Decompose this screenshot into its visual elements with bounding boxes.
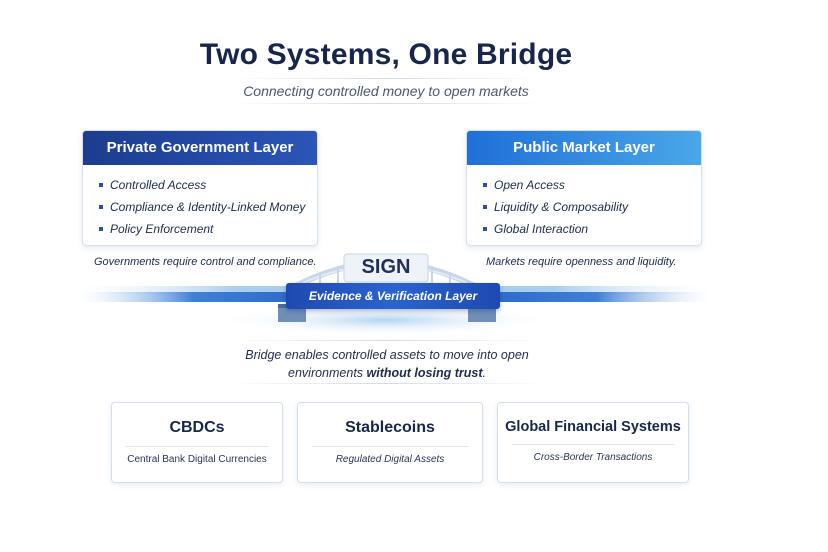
evidence-verification-layer-label: Evidence & Verification Layer xyxy=(286,283,500,309)
use-case-divider xyxy=(312,446,468,447)
bridge-caption: Bridge enables controlled assets to move… xyxy=(200,346,574,382)
list-item: Policy Enforcement xyxy=(99,218,317,240)
list-item: Open Access xyxy=(483,174,701,196)
caption-line-1: Bridge enables controlled assets to move… xyxy=(245,348,529,362)
subtitle-divider xyxy=(230,103,542,104)
bridge-sign: SIGN xyxy=(361,256,411,278)
use-case-divider xyxy=(126,446,268,447)
page-title: Two Systems, One Bridge xyxy=(199,38,573,71)
caption-line-2-end: . xyxy=(482,366,486,380)
caption-line-2-start: environments xyxy=(288,366,367,380)
private-layer-list: Controlled Access Compliance & Identity-… xyxy=(83,165,317,240)
use-case-subtitle: Cross-Border Transactions xyxy=(533,452,653,463)
caption-top-divider xyxy=(228,340,548,341)
public-market-layer-card: Public Market Layer Open Access Liquidit… xyxy=(466,130,702,246)
private-government-layer-card: Private Government Layer Controlled Acce… xyxy=(82,130,318,246)
public-layer-list: Open Access Liquidity & Composability Gl… xyxy=(467,165,701,240)
list-item: Global Interaction xyxy=(483,218,701,240)
public-layer-note: Markets require openness and liquidity. xyxy=(486,256,677,268)
use-case-title: Stablecoins xyxy=(345,419,435,436)
use-case-card-stablecoins: Stablecoins Regulated Digital Assets xyxy=(297,402,483,483)
page-subtitle: Connecting controlled money to open mark… xyxy=(243,83,529,99)
caption-line-2: environments without losing trust. xyxy=(200,364,574,382)
use-case-title: Global Financial Systems xyxy=(505,419,681,435)
use-case-subtitle: Central Bank Digital Currencies xyxy=(127,454,267,465)
use-case-divider xyxy=(512,444,674,445)
private-layer-note: Governments require control and complian… xyxy=(94,256,317,268)
caption-emphasis: without losing trust xyxy=(366,366,483,380)
list-item: Controlled Access xyxy=(99,174,317,196)
caption-bottom-divider xyxy=(228,383,548,384)
use-case-subtitle: Regulated Digital Assets xyxy=(335,454,445,465)
title-divider xyxy=(230,78,542,79)
private-layer-title: Private Government Layer xyxy=(83,131,317,165)
list-item: Compliance & Identity-Linked Money xyxy=(99,196,317,218)
public-layer-title: Public Market Layer xyxy=(467,131,701,165)
use-case-card-cbdcs: CBDCs Central Bank Digital Currencies xyxy=(111,402,283,483)
use-case-title: CBDCs xyxy=(169,419,225,436)
list-item: Liquidity & Composability xyxy=(483,196,701,218)
use-case-card-global-financial-systems: Global Financial Systems Cross-Border Tr… xyxy=(497,402,689,483)
